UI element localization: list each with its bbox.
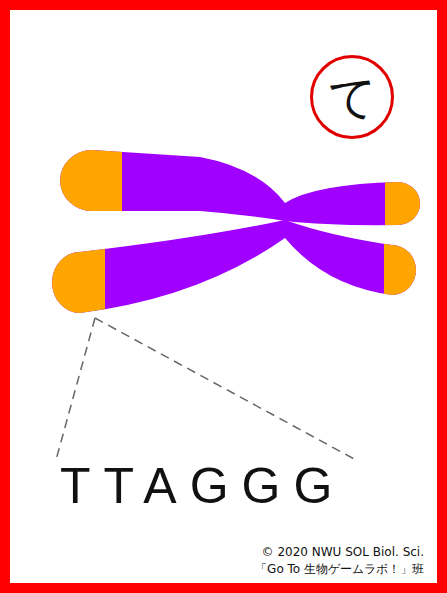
- chromatid-upper: [40, 140, 445, 240]
- leader-line: [56, 318, 95, 460]
- sequence-label: TTAGGG: [60, 456, 345, 516]
- index-circle: て: [310, 55, 394, 139]
- copyright-note: © 2020 NWU SOL Biol. Sci.: [262, 545, 424, 559]
- chromatid-lower: [40, 200, 444, 330]
- circle-outline: [312, 57, 393, 138]
- card-letter: て: [328, 73, 377, 121]
- copyright-note: 「Go To 生物ゲームラボ！」班: [255, 562, 424, 576]
- leader-line: [95, 318, 356, 460]
